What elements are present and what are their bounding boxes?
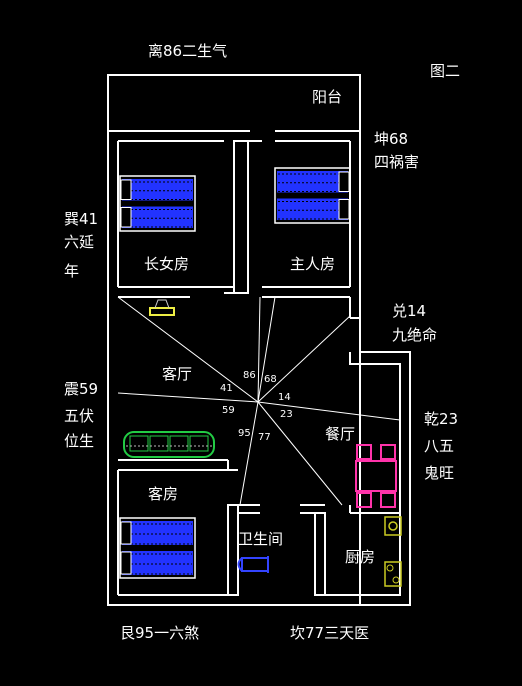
center-number-77: 77 (258, 432, 271, 443)
direction-southwest-label-1: 坤68 (374, 130, 409, 148)
ray-southwest (257, 296, 276, 403)
ray-south (257, 296, 261, 403)
direction-west-label-2: 九绝命 (392, 326, 438, 344)
bed-eldest-daughter-room (119, 175, 196, 232)
center-number-41: 41 (220, 383, 233, 394)
outer-wall (107, 74, 361, 606)
ray-east (117, 392, 259, 403)
center-number-68: 68 (264, 374, 277, 385)
extension-inner (315, 363, 401, 596)
center-number-86: 86 (243, 370, 256, 381)
bed-master-room (274, 167, 351, 224)
direction-northwest-label-1: 乾23 (424, 410, 459, 428)
beds (119, 167, 351, 579)
living-room-label: 客厅 (162, 365, 193, 383)
walls (107, 74, 411, 606)
direction-west-label-1: 兑14 (392, 302, 427, 320)
dining-table-icon (355, 444, 397, 508)
direction-east-label-3: 位生 (64, 432, 95, 450)
direction-southeast-label-3: 年 (64, 262, 80, 280)
direction-northwest-label-3: 鬼旺 (424, 464, 455, 482)
direction-northwest-label-2: 八五 (424, 437, 455, 455)
direction-southeast-label-2: 六延 (64, 233, 95, 251)
center-number-14: 14 (278, 392, 291, 403)
lamp-icon (149, 299, 175, 316)
ray-northeast (239, 401, 259, 506)
center-number-23: 23 (280, 409, 293, 420)
center-number-95: 95 (238, 428, 251, 439)
direction-east-label-1: 震59 (64, 380, 99, 398)
kitchen-label: 厨房 (345, 548, 376, 566)
balcony-label: 阳台 (312, 88, 343, 106)
ray-northwest (257, 401, 401, 421)
bed-guest-room (119, 517, 196, 579)
figure-title: 图二 (430, 62, 461, 80)
extension-outer (349, 351, 411, 606)
ray-north (257, 401, 343, 506)
eldest-daughter-room-label: 长女房 (144, 255, 190, 273)
master-room-label: 主人房 (290, 255, 336, 273)
direction-northeast-label: 艮95一六煞 (120, 624, 200, 642)
guest-room-label: 客房 (148, 485, 179, 503)
ray-west (257, 315, 351, 403)
sofa-icon (123, 431, 215, 458)
dining-room-label: 餐厅 (325, 425, 356, 443)
direction-east-label-2: 五伏 (64, 407, 95, 425)
bathroom-label: 卫生间 (238, 530, 284, 548)
direction-south-label: 离86二生气 (148, 42, 228, 60)
central-partition (233, 140, 249, 294)
center-number-59: 59 (222, 405, 235, 416)
direction-north-label: 坎77三天医 (290, 624, 370, 642)
direction-southwest-label-2: 四祸害 (374, 153, 420, 171)
bathroom-wall-left (227, 504, 239, 596)
direction-southeast-label-1: 巽41 (64, 210, 99, 228)
ray-southeast (117, 296, 259, 403)
bathroom-wall-right (314, 512, 326, 596)
direction-rays (117, 296, 401, 506)
stove-icon (384, 516, 402, 587)
toilet-icon (237, 556, 269, 573)
